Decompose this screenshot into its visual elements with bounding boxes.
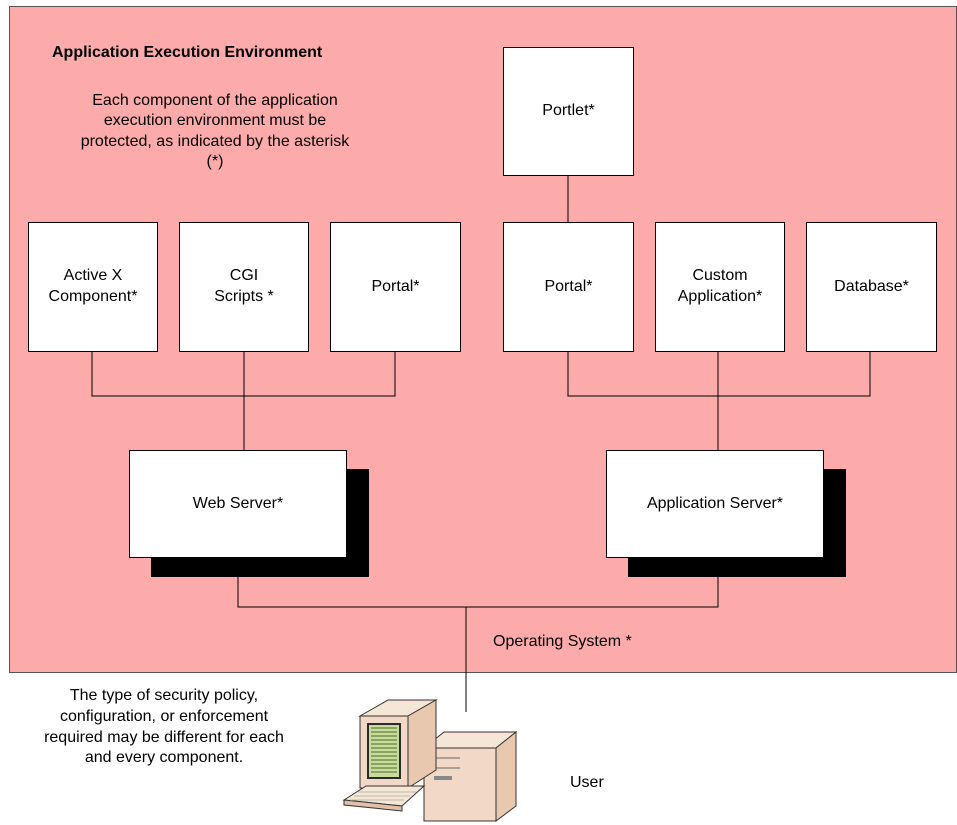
portlet-box: Portlet* [503, 47, 634, 176]
environment-note: Each component of the application execut… [80, 92, 350, 171]
computer-icon [342, 699, 518, 822]
application-server-box: Application Server* [606, 450, 824, 558]
environment-title: Application Execution Environment [52, 44, 323, 61]
web-server-box: Web Server* [129, 450, 347, 558]
cgi-scripts-box: CGI Scripts * [179, 222, 309, 352]
user-label: User [570, 774, 604, 791]
custom-application-box: Custom Application* [655, 222, 785, 352]
operating-system-label: Operating System * [493, 633, 632, 650]
database-box: Database* [806, 222, 937, 352]
portal-box-left: Portal* [330, 222, 461, 352]
policy-note: The type of security policy, configurati… [44, 687, 284, 767]
portal-box-right: Portal* [503, 222, 634, 352]
activex-component-box: Active X Component* [28, 222, 158, 352]
